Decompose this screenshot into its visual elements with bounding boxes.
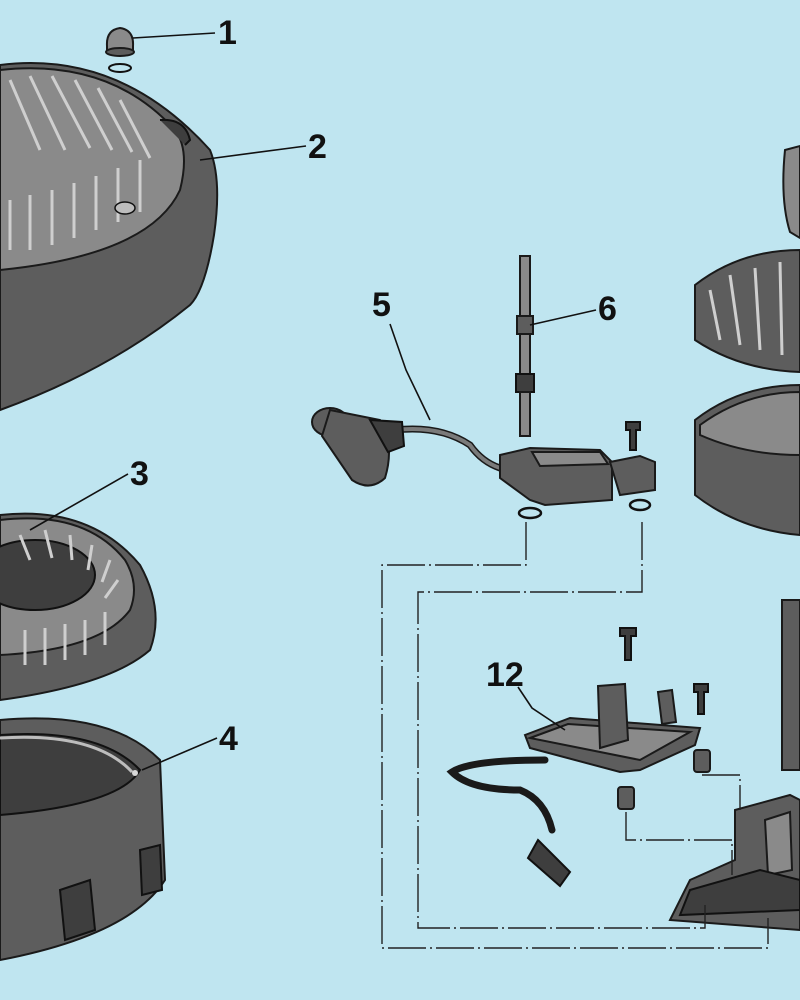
part-4-lower-housing [0,717,167,962]
callout-1: 1 [218,14,237,52]
part-3-starter-assembly [0,512,157,702]
callout-2: 2 [308,128,327,166]
part-2-top-cover [0,62,219,412]
callout-6: 6 [598,290,617,328]
part-6-stud-rod [515,255,535,437]
part-12-bracket [446,627,711,888]
part-1-nut [105,26,135,73]
leader-lines [29,32,597,771]
alignment-lines [381,522,769,949]
callout-12: 12 [486,656,524,694]
part-5-ignition-coil [311,407,656,520]
crankcase-part [668,599,800,932]
callout-3: 3 [130,455,149,493]
flywheel-part [694,144,800,537]
callout-4: 4 [219,720,238,758]
callout-5: 5 [372,286,391,324]
